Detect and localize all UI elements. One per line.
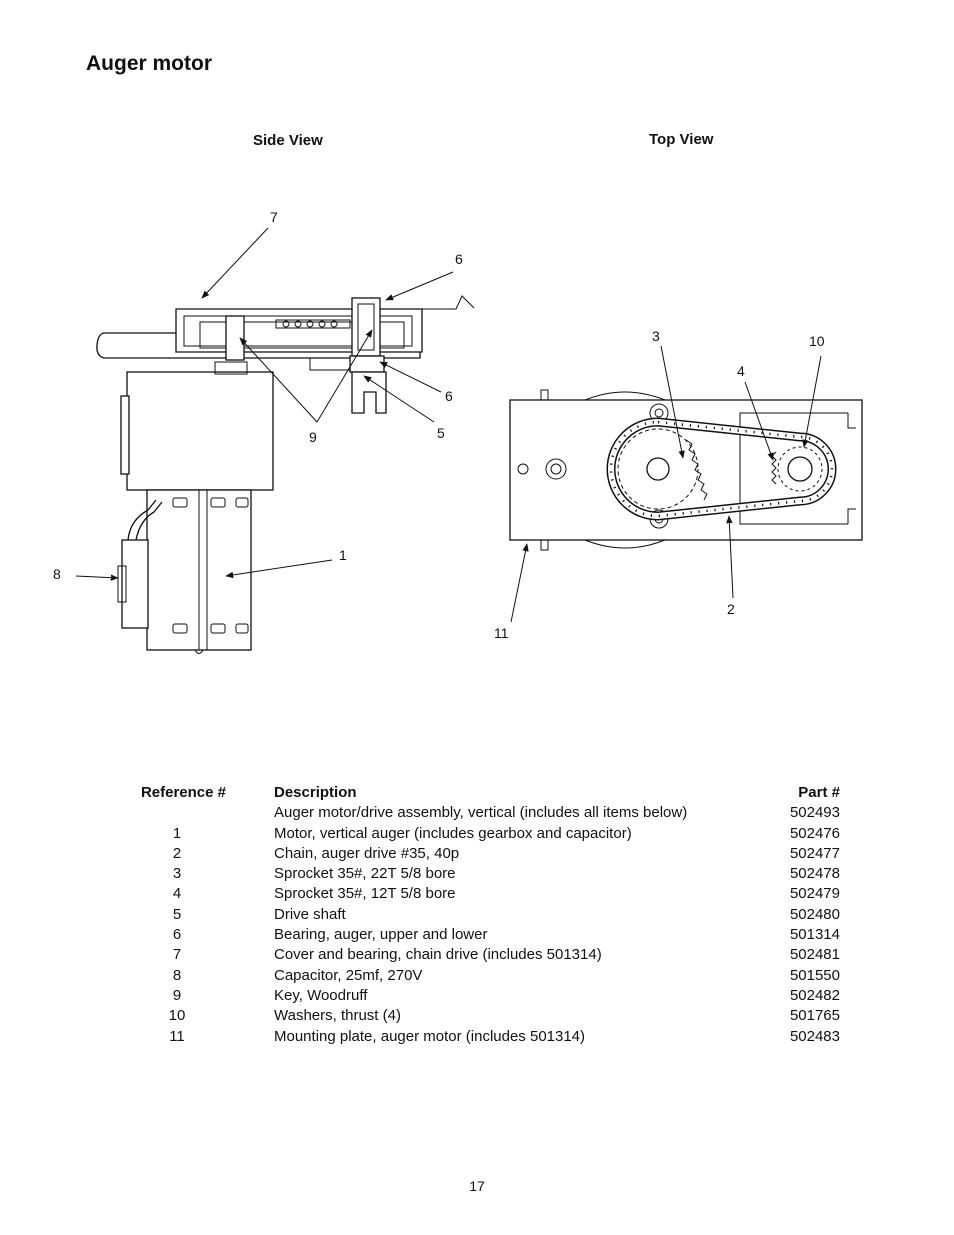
cell-desc: Key, Woodruff bbox=[274, 986, 368, 1004]
callout-6-upper: 6 bbox=[455, 251, 463, 267]
table-row: 3 Sprocket 35#, 22T 5/8 bore 502478 bbox=[80, 864, 850, 884]
cell-ref: 6 bbox=[172, 926, 182, 944]
table-row: Auger motor/drive assembly, vertical (in… bbox=[80, 803, 850, 823]
cell-ref: 8 bbox=[172, 966, 182, 984]
page-title: Auger motor bbox=[86, 52, 212, 75]
cell-desc: Capacitor, 25mf, 270V bbox=[274, 966, 423, 984]
cell-desc: Drive shaft bbox=[274, 905, 346, 923]
cell-part: 502477 bbox=[789, 844, 840, 862]
cell-ref: 10 bbox=[168, 1007, 186, 1025]
cell-desc: Cover and bearing, chain drive (includes… bbox=[274, 946, 602, 964]
cell-part: 502476 bbox=[789, 824, 840, 842]
cell-ref: 11 bbox=[169, 1027, 185, 1045]
table-row: 4 Sprocket 35#, 12T 5/8 bore 502479 bbox=[80, 884, 850, 904]
cell-ref bbox=[80, 803, 274, 823]
cell-ref: 3 bbox=[172, 865, 182, 883]
table-row: 7 Cover and bearing, chain drive (include… bbox=[80, 945, 850, 965]
callout-2: 2 bbox=[727, 601, 735, 617]
table-row: 10 Washers, thrust (4) 501765 bbox=[80, 1006, 850, 1026]
callout-9: 9 bbox=[309, 429, 317, 445]
cell-desc: Mounting plate, auger motor (includes 50… bbox=[274, 1027, 586, 1045]
callout-1: 1 bbox=[339, 547, 347, 563]
table-row: 8 Capacitor, 25mf, 270V 501550 bbox=[80, 966, 850, 986]
table-row: 6 Bearing, auger, upper and lower 501314 bbox=[80, 925, 850, 945]
callout-10: 10 bbox=[809, 333, 825, 349]
cell-part: 501314 bbox=[789, 926, 840, 944]
header-part-number: Part # bbox=[798, 784, 840, 801]
cell-ref: 2 bbox=[172, 844, 182, 862]
top-view-label: Top View bbox=[649, 131, 714, 148]
cell-desc: Auger motor/drive assembly, vertical (in… bbox=[274, 804, 688, 822]
cell-ref: 7 bbox=[172, 946, 182, 964]
auger-motor-diagram: 7 6 6 5 9 1 8 3 10 4 2 11 bbox=[53, 209, 863, 654]
cell-desc: Sprocket 35#, 12T 5/8 bore bbox=[274, 885, 456, 903]
cell-desc: Sprocket 35#, 22T 5/8 bore bbox=[274, 865, 456, 883]
callout-7: 7 bbox=[270, 209, 278, 225]
table-row: 9 Key, Woodruff 502482 bbox=[80, 986, 850, 1006]
cell-part: 502480 bbox=[789, 905, 840, 923]
cell-part: 502478 bbox=[789, 865, 840, 883]
table-row: 2 Chain, auger drive #35, 40p 502477 bbox=[80, 844, 850, 864]
callout-5: 5 bbox=[437, 425, 445, 441]
table-row: 5 Drive shaft 502480 bbox=[80, 905, 850, 925]
cell-part: 502483 bbox=[789, 1027, 840, 1045]
table-header-row: Reference # Description Part # bbox=[80, 783, 850, 803]
cell-ref: 1 bbox=[172, 824, 182, 842]
cell-desc: Washers, thrust (4) bbox=[274, 1007, 401, 1025]
side-chain bbox=[275, 319, 351, 329]
cell-part: 502493 bbox=[789, 804, 840, 822]
header-description: Description bbox=[274, 784, 357, 801]
callout-3: 3 bbox=[652, 328, 660, 344]
cell-ref: 4 bbox=[172, 885, 182, 903]
callout-11: 11 bbox=[494, 625, 509, 641]
table-row: 1 Motor, vertical auger (includes gearbox… bbox=[80, 824, 850, 844]
cell-part: 501765 bbox=[789, 1007, 840, 1025]
parts-table: Reference # Description Part # Auger mot… bbox=[80, 783, 850, 1047]
callout-6-lower: 6 bbox=[445, 388, 453, 404]
callout-8: 8 bbox=[53, 566, 61, 582]
side-view-label: Side View bbox=[253, 132, 323, 149]
cell-part: 501550 bbox=[789, 966, 840, 984]
cell-ref: 5 bbox=[172, 905, 182, 923]
callout-4: 4 bbox=[737, 363, 745, 379]
cell-part: 502482 bbox=[789, 986, 840, 1004]
cell-part: 502481 bbox=[789, 946, 840, 964]
cell-desc: Chain, auger drive #35, 40p bbox=[274, 844, 460, 862]
header-reference: Reference # bbox=[140, 784, 226, 801]
cell-desc: Bearing, auger, upper and lower bbox=[274, 926, 488, 944]
side-view-drawing bbox=[96, 295, 475, 654]
cell-ref: 9 bbox=[172, 986, 182, 1004]
table-row: 11 Mounting plate, auger motor (includes … bbox=[80, 1027, 850, 1047]
top-view-drawing bbox=[509, 389, 863, 551]
cell-desc: Motor, vertical auger (includes gearbox … bbox=[274, 824, 632, 842]
page-number: 17 bbox=[469, 1178, 485, 1194]
cell-part: 502479 bbox=[789, 885, 840, 903]
